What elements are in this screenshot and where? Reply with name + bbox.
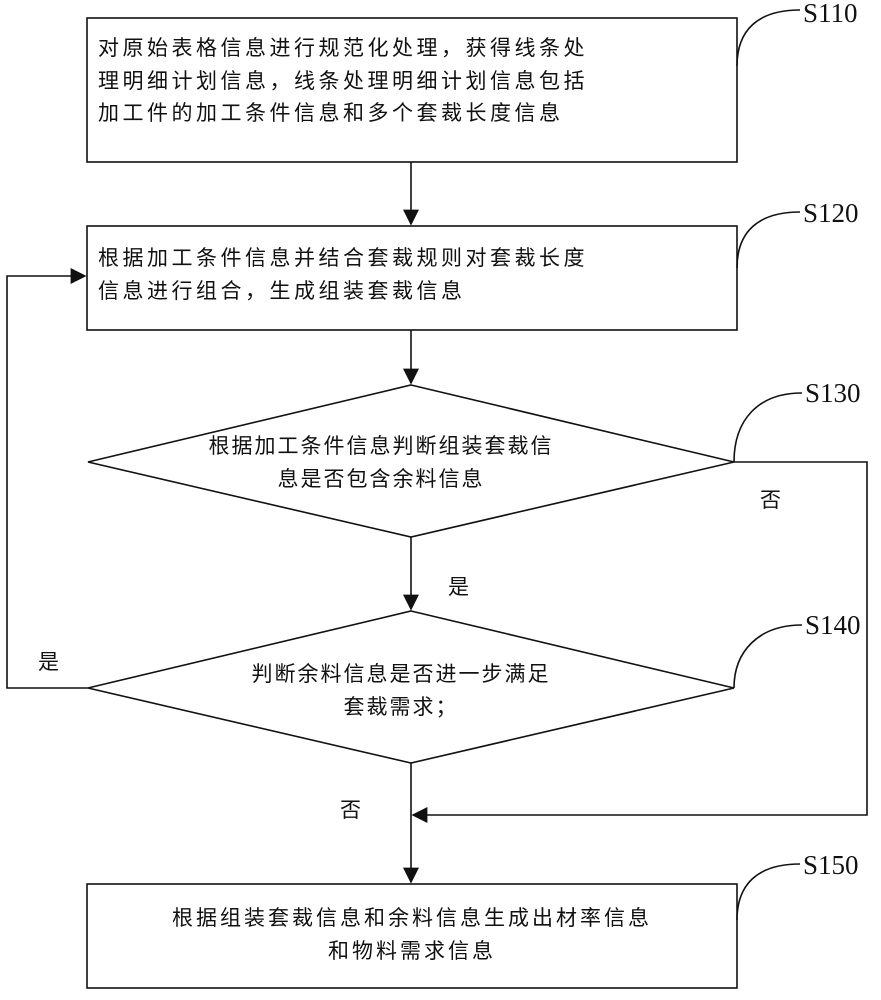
s130-line-2: 息是否包含余料信息 [277, 466, 485, 491]
s150-line-1: 根据组装套裁信息和余料信息生成出材率信息 [172, 906, 652, 930]
s110-label: S110 [803, 0, 858, 28]
s140-line-1: 判断余料信息是否进一步满足 [251, 662, 551, 686]
s130-yes-label: 是 [448, 575, 469, 599]
s110-line-1: 对原始表格信息进行规范化处理，获得线条处 [98, 36, 588, 60]
s120-leader [736, 211, 801, 269]
s120-line-2: 信息进行组合，生成组装套裁信息 [98, 278, 466, 303]
s150-box [86, 883, 738, 989]
s140-no-label: 否 [340, 798, 361, 822]
s140-line-2: 套裁需求； [343, 694, 459, 719]
s110-line-2: 理明细计划信息，线条处理明细计划信息包括 [98, 68, 588, 93]
s140-yes-label: 是 [38, 650, 59, 674]
s130-no-label: 否 [760, 488, 781, 512]
s110-line-3: 加工件的加工条件信息和多个套裁长度信息 [98, 101, 564, 126]
s130-label: S130 [805, 378, 861, 408]
s130-leader [733, 392, 803, 463]
s110-box [86, 17, 738, 163]
s120-line-1: 根据加工条件信息并结合套裁规则对套裁长度 [98, 246, 588, 270]
s120-label: S120 [803, 198, 859, 228]
s140-text: 判断余料信息是否进一步满足 套裁需求； [191, 658, 611, 723]
s130-text: 根据加工条件信息判断组装套裁信 息是否包含余料信息 [171, 430, 591, 495]
s150-leader [736, 863, 801, 921]
s150-line-2: 和物料需求信息 [328, 938, 496, 963]
arrow-s140-yes-loop [6, 268, 88, 689]
s150-label: S150 [803, 850, 859, 880]
s110-text: 对原始表格信息进行规范化处理，获得线条处 理明细计划信息，线条处理明细计划信息包… [98, 32, 588, 130]
s120-text: 根据加工条件信息并结合套裁规则对套裁长度 信息进行组合，生成组装套裁信息 [98, 242, 588, 307]
s130-line-1: 根据加工条件信息判断组装套裁信 [208, 434, 554, 458]
arrow-s130-no [411, 461, 868, 823]
s110-leader [736, 9, 801, 67]
s120-box [86, 225, 738, 331]
s140-leader [733, 624, 803, 689]
s140-label: S140 [805, 610, 861, 640]
s150-text: 根据组装套裁信息和余料信息生成出材率信息 和物料需求信息 [87, 902, 737, 967]
